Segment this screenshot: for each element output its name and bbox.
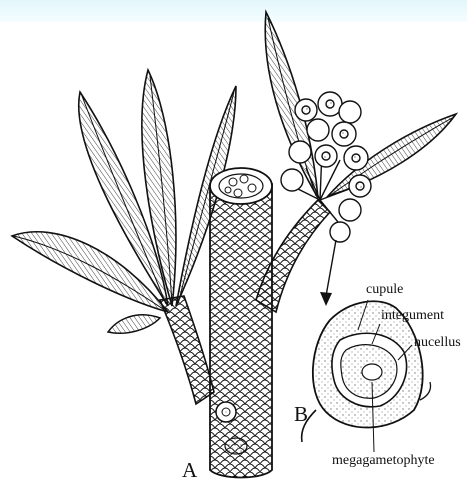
lower-branch — [160, 296, 214, 404]
label-cupule: cupule — [366, 283, 403, 297]
pointer-arrow — [320, 240, 336, 306]
label-integument: integument — [381, 309, 444, 323]
label-nucellus: nucellus — [414, 336, 461, 350]
main-trunk — [210, 168, 272, 478]
label-panel-a: A — [182, 460, 197, 481]
label-megagametophyte: megagametophyte — [332, 454, 435, 468]
leaf-small-lower — [108, 315, 160, 333]
label-panel-b: B — [294, 404, 308, 425]
